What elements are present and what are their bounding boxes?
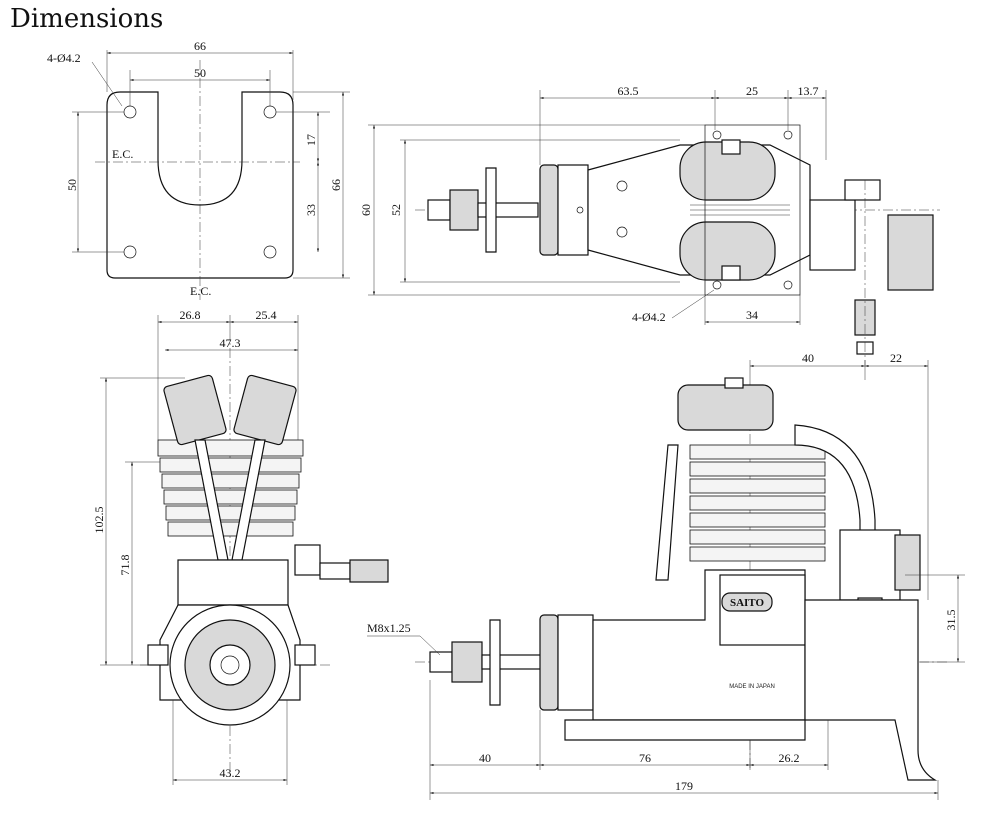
ec-label-bottom: E.C. [190,284,211,298]
mount-plate-outline [106,91,294,279]
dim-top-outer-height: 60 [359,204,373,216]
made-in-text: MADE IN JAPAN [729,684,775,690]
dim-plate-right-height: 66 [329,179,343,191]
dim-top-c: 13.7 [798,84,819,98]
ec-label: E.C. [112,147,133,161]
dim-side-top-left: 40 [802,351,814,365]
dim-front-base: 43.2 [220,766,241,780]
dim-front-shaft-height: 71.8 [118,555,132,576]
dim-top-a: 63.5 [618,84,639,98]
brand-badge-text: SAITO [730,597,764,609]
dim-side-top-right: 22 [890,351,902,365]
dim-front-total-height: 102.5 [92,507,106,534]
dim-side-b3: 26.2 [779,751,800,765]
cylinder-fins [157,439,304,537]
dim-cyl-spacing: 47.3 [220,336,241,350]
dim-side-b1: 40 [479,751,491,765]
top-view: 63.5 25 13.7 60 52 4-Ø4.2 34 [359,84,940,365]
dim-top-bottom: 34 [746,308,758,322]
thread-callout: M8x1.25 [367,621,411,635]
dim-plate-width: 66 [194,39,206,53]
side-fins [689,444,826,562]
hole-callout: 4-Ø4.2 [47,51,81,65]
front-view: 26.8 25.4 47.3 102.5 71.8 43.2 [92,308,389,785]
dim-side-total: 179 [675,779,693,793]
dim-front-right: 25.4 [256,308,277,322]
dim-upper: 17 [304,134,318,146]
saito-badge [721,592,773,612]
dim-plate-left-height: 50 [65,179,79,191]
dim-lower: 33 [304,204,318,216]
dim-hole-spacing: 50 [194,66,206,80]
page-title: Dimensions [10,4,164,34]
dim-top-inner-height: 52 [389,204,403,216]
dim-side-right-height: 31.5 [944,610,958,631]
dim-side-b2: 76 [639,751,651,765]
side-view: SAITO MADE IN JAPAN 40 22 [367,351,965,800]
mount-plate-view: 66 50 50 17 33 66 4-Ø4.2 E.C. E.C. [47,39,350,300]
dim-top-b: 25 [746,84,758,98]
mount-hole [263,245,277,259]
dim-front-left: 26.8 [180,308,201,322]
top-hole-callout: 4-Ø4.2 [632,310,666,324]
